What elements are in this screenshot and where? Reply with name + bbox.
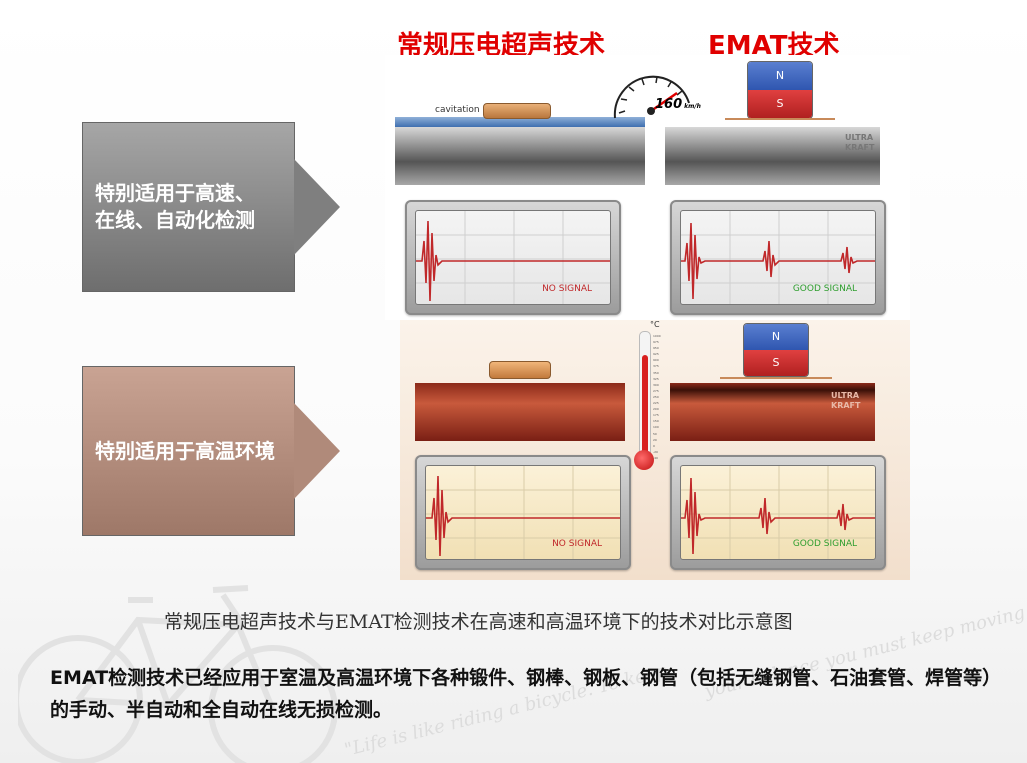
conventional-water-surface — [395, 117, 645, 127]
waveform-no-signal-bottom — [426, 466, 620, 559]
magnet-south-label: S — [776, 97, 784, 110]
good-signal-label-top: GOOD SIGNAL — [792, 284, 857, 294]
thermo-tick: 175 — [653, 413, 659, 418]
thermo-tick: -20 — [653, 449, 658, 454]
conventional-steel-hot — [415, 383, 625, 441]
thermo-tick: 1000 — [653, 334, 661, 338]
thermo-tick: 100 — [653, 425, 659, 430]
callout-high-temp: 特别适用于高温环境 — [82, 366, 340, 536]
magnet-north-pole: N — [748, 62, 812, 90]
callout-high-speed-line2: 在线、自动化检测 — [95, 208, 255, 232]
figure-caption: 常规压电超声技术与EMAT检测技术在高速和高温环境下的技术对比示意图 — [164, 611, 793, 633]
waveform-good-signal-bottom — [681, 466, 875, 559]
thermo-tick: 300 — [653, 382, 659, 387]
bicycle-watermark-icon — [18, 585, 338, 763]
scope-conventional-hightemp: NO SIGNAL — [415, 455, 631, 570]
emat-steel-top — [665, 127, 880, 185]
emat-steel-hot — [670, 383, 875, 441]
thermo-tick: 0 — [653, 443, 655, 448]
magnet-north-pole-hot: N — [744, 324, 808, 350]
no-signal-label-bottom: NO SIGNAL — [552, 539, 602, 549]
callout-high-speed-arrow — [294, 159, 340, 255]
magnet-north-label: N — [775, 69, 785, 82]
thermometer-unit: °C — [650, 320, 660, 329]
thermometer-mercury — [642, 355, 648, 462]
thermo-tick: 150 — [653, 419, 659, 424]
thermo-tick: 50 — [653, 431, 657, 436]
thermo-tick: 20 — [653, 437, 657, 442]
emat-coil-line-hot — [720, 377, 832, 379]
scope-conventional-highspeed: NO SIGNAL — [405, 200, 621, 315]
thermo-tick: -40 — [653, 455, 658, 460]
waveform-good-signal-top — [681, 211, 875, 304]
speed-value: 160 — [655, 97, 683, 112]
callout-high-speed-line1: 特别适用于高速、 — [95, 181, 255, 205]
thermo-tick: 900 — [653, 358, 659, 363]
thermometer-icon — [639, 331, 651, 463]
thermo-tick: 350 — [653, 370, 659, 375]
conventional-steel-top — [395, 127, 645, 185]
thermo-tick: 375 — [653, 364, 659, 369]
thermo-tick: 200 — [653, 407, 659, 412]
thermo-tick: 950 — [653, 346, 659, 351]
callout-high-speed-box: 特别适用于高速、 在线、自动化检测 — [82, 122, 295, 292]
callout-high-temp-arrow — [294, 403, 340, 499]
waveform-no-signal-top — [416, 211, 610, 304]
thermo-tick: 275 — [653, 388, 659, 393]
magnet-south-pole: S — [748, 90, 812, 118]
conventional-transducer-hot — [489, 361, 551, 379]
no-signal-label-top: NO SIGNAL — [542, 284, 592, 294]
scope-emat-hightemp: GOOD SIGNAL — [670, 455, 886, 570]
thermo-tick: 225 — [653, 401, 659, 406]
speed-unit: km/h — [684, 103, 701, 110]
brand-logo-top: ULTRA KRAFT — [845, 133, 875, 152]
callout-high-temp-box: 特别适用于高温环境 — [82, 366, 295, 536]
thermo-tick: 975 — [653, 340, 659, 345]
thermometer-scale: 1000 975 950 925 900 375 350 325 300 275… — [653, 333, 669, 461]
emat-coil-line-top — [725, 118, 835, 120]
thermometer-bulb — [634, 450, 654, 470]
thermo-tick: 325 — [653, 376, 659, 381]
scope-emat-highspeed: GOOD SIGNAL — [670, 200, 886, 315]
magnet-south-label-hot: S — [772, 356, 780, 369]
emat-magnet-hot: N S — [743, 323, 809, 377]
brand-logo-hot: ULTRA KRAFT — [831, 391, 861, 410]
callout-high-temp-text: 特别适用于高温环境 — [95, 438, 275, 463]
cavitation-label: cavitation — [435, 105, 480, 115]
thermo-tick: 250 — [653, 394, 659, 399]
magnet-north-label-hot: N — [771, 330, 781, 343]
good-signal-label-bottom: GOOD SIGNAL — [792, 539, 857, 549]
speedometer-icon — [613, 75, 690, 119]
description-paragraph: EMAT检测技术已经应用于室温及高温环境下各种锻件、钢棒、钢板、钢管（包括无缝钢… — [50, 667, 992, 721]
emat-magnet-top: N S — [747, 61, 813, 119]
thermo-tick: 925 — [653, 352, 659, 357]
conventional-transducer-top — [483, 103, 551, 119]
callout-high-speed: 特别适用于高速、 在线、自动化检测 — [82, 122, 340, 292]
magnet-south-pole-hot: S — [744, 350, 808, 376]
